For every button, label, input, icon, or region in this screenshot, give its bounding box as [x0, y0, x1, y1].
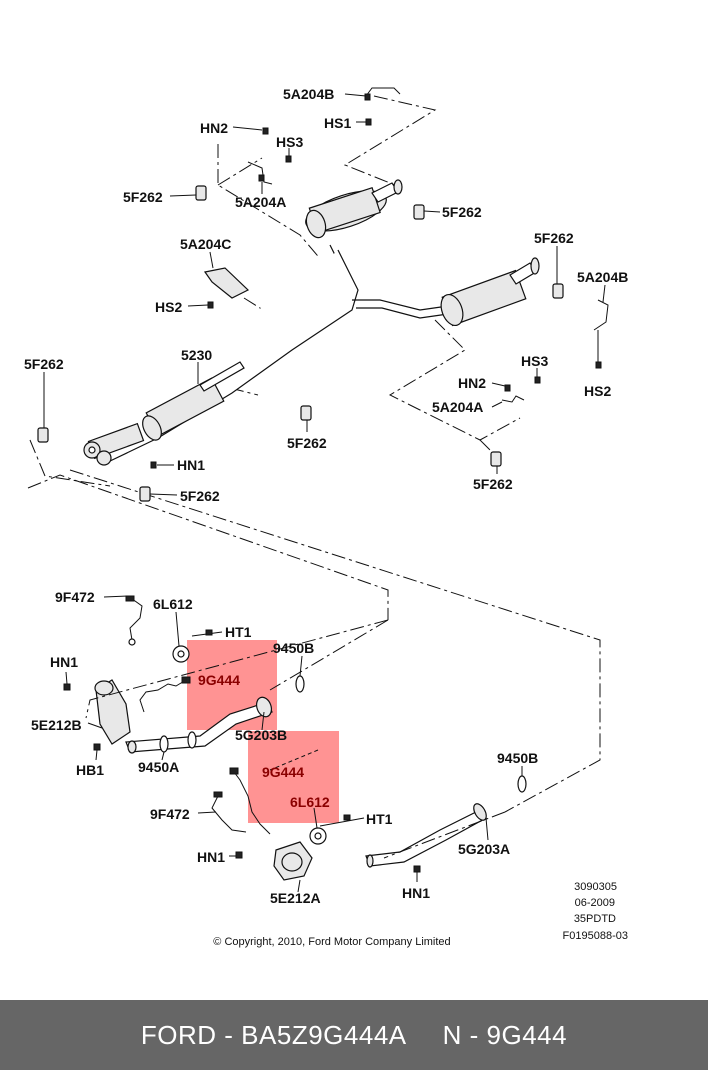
- reference-block: 3090305 06-2009 35PDTD F0195088-03: [563, 881, 628, 942]
- ref-model: 35PDTD: [574, 913, 616, 925]
- catalog-number: N - 9G444: [442, 1019, 568, 1050]
- label-5f262-low: 5F262: [180, 488, 220, 504]
- front-pipe-flanges: [83, 422, 145, 466]
- part-labels: 5A204B HS1 HN2 HS3 5F262 5A204A 5F262 5A…: [24, 86, 628, 906]
- label-hn1-lower-right: HN1: [402, 885, 430, 901]
- ref-figure: F0195088-03: [563, 930, 628, 942]
- label-9g444-upper: 9G444: [198, 672, 240, 688]
- label-6l612-lower: 6L612: [290, 794, 330, 810]
- label-9g444-lower: 9G444: [262, 764, 304, 780]
- label-5f262-left: 5F262: [24, 356, 64, 372]
- resonator-5230: [142, 361, 245, 441]
- dash-dot-guides-lower: [85, 619, 506, 859]
- label-5a204b-right: 5A204B: [577, 269, 628, 285]
- label-hn1-mid: HN1: [177, 457, 205, 473]
- part-number-banner: FORD - BA5Z9G444A N - 9G444: [0, 1000, 708, 1070]
- label-hs3-top: HS3: [276, 134, 303, 150]
- lower-assembly-left: [63, 595, 305, 761]
- label-9450a: 9450A: [138, 759, 179, 775]
- upper-exhaust-assembly: [83, 179, 540, 466]
- label-9450b-upper: 9450B: [273, 640, 314, 656]
- label-5f262-mid: 5F262: [287, 435, 327, 451]
- label-9450b-lower: 9450B: [497, 750, 538, 766]
- label-hn1-upper: HN1: [50, 654, 78, 670]
- label-ht1-lower: HT1: [366, 811, 393, 827]
- label-5f262-top-right: 5F262: [442, 204, 482, 220]
- label-5e212a: 5E212A: [270, 890, 321, 906]
- label-hs2-right: HS2: [584, 383, 611, 399]
- label-ht1-upper: HT1: [225, 624, 252, 640]
- label-9f472-lower: 9F472: [150, 806, 190, 822]
- rear-muffler-left: [305, 179, 403, 239]
- upper-isolators: [37, 87, 609, 502]
- label-hs3-right: HS3: [521, 353, 548, 369]
- copyright-notice: © Copyright, 2010, Ford Motor Company Li…: [213, 936, 450, 948]
- label-5f262-low-right: 5F262: [473, 476, 513, 492]
- rear-muffler-right: [440, 257, 540, 327]
- upper-leader-lines: [43, 93, 606, 496]
- label-5g203a: 5G203A: [458, 841, 510, 857]
- label-5a204c: 5A204C: [180, 236, 231, 252]
- label-5a204b-top: 5A204B: [283, 86, 334, 102]
- label-5e212b: 5E212B: [31, 717, 82, 733]
- label-5f262-right: 5F262: [534, 230, 574, 246]
- label-hn2-top: HN2: [200, 120, 228, 136]
- label-5a204a-right: 5A204A: [432, 399, 483, 415]
- label-5a204a-top: 5A204A: [235, 194, 286, 210]
- lower-assembly-right: [197, 749, 527, 893]
- label-5f262-top-left: 5F262: [123, 189, 163, 205]
- label-5g203b: 5G203B: [235, 727, 287, 743]
- label-hs1: HS1: [324, 115, 351, 131]
- label-hb1: HB1: [76, 762, 104, 778]
- highlight-box-9g444-lower: [248, 731, 339, 823]
- brand-part-number: FORD - BA5Z9G444A: [140, 1019, 407, 1050]
- label-hn2-right: HN2: [458, 375, 486, 391]
- label-5230: 5230: [181, 347, 212, 363]
- exhaust-system-diagram: 5A204B HS1 HN2 HS3 5F262 5A204A 5F262 5A…: [24, 86, 628, 948]
- label-9f472-upper: 9F472: [55, 589, 95, 605]
- ref-date: 06-2009: [575, 897, 615, 909]
- ref-code: 3090305: [574, 881, 617, 893]
- label-6l612-upper: 6L612: [153, 596, 193, 612]
- label-hs2-left: HS2: [155, 299, 182, 315]
- label-hn1-lower-left: HN1: [197, 849, 225, 865]
